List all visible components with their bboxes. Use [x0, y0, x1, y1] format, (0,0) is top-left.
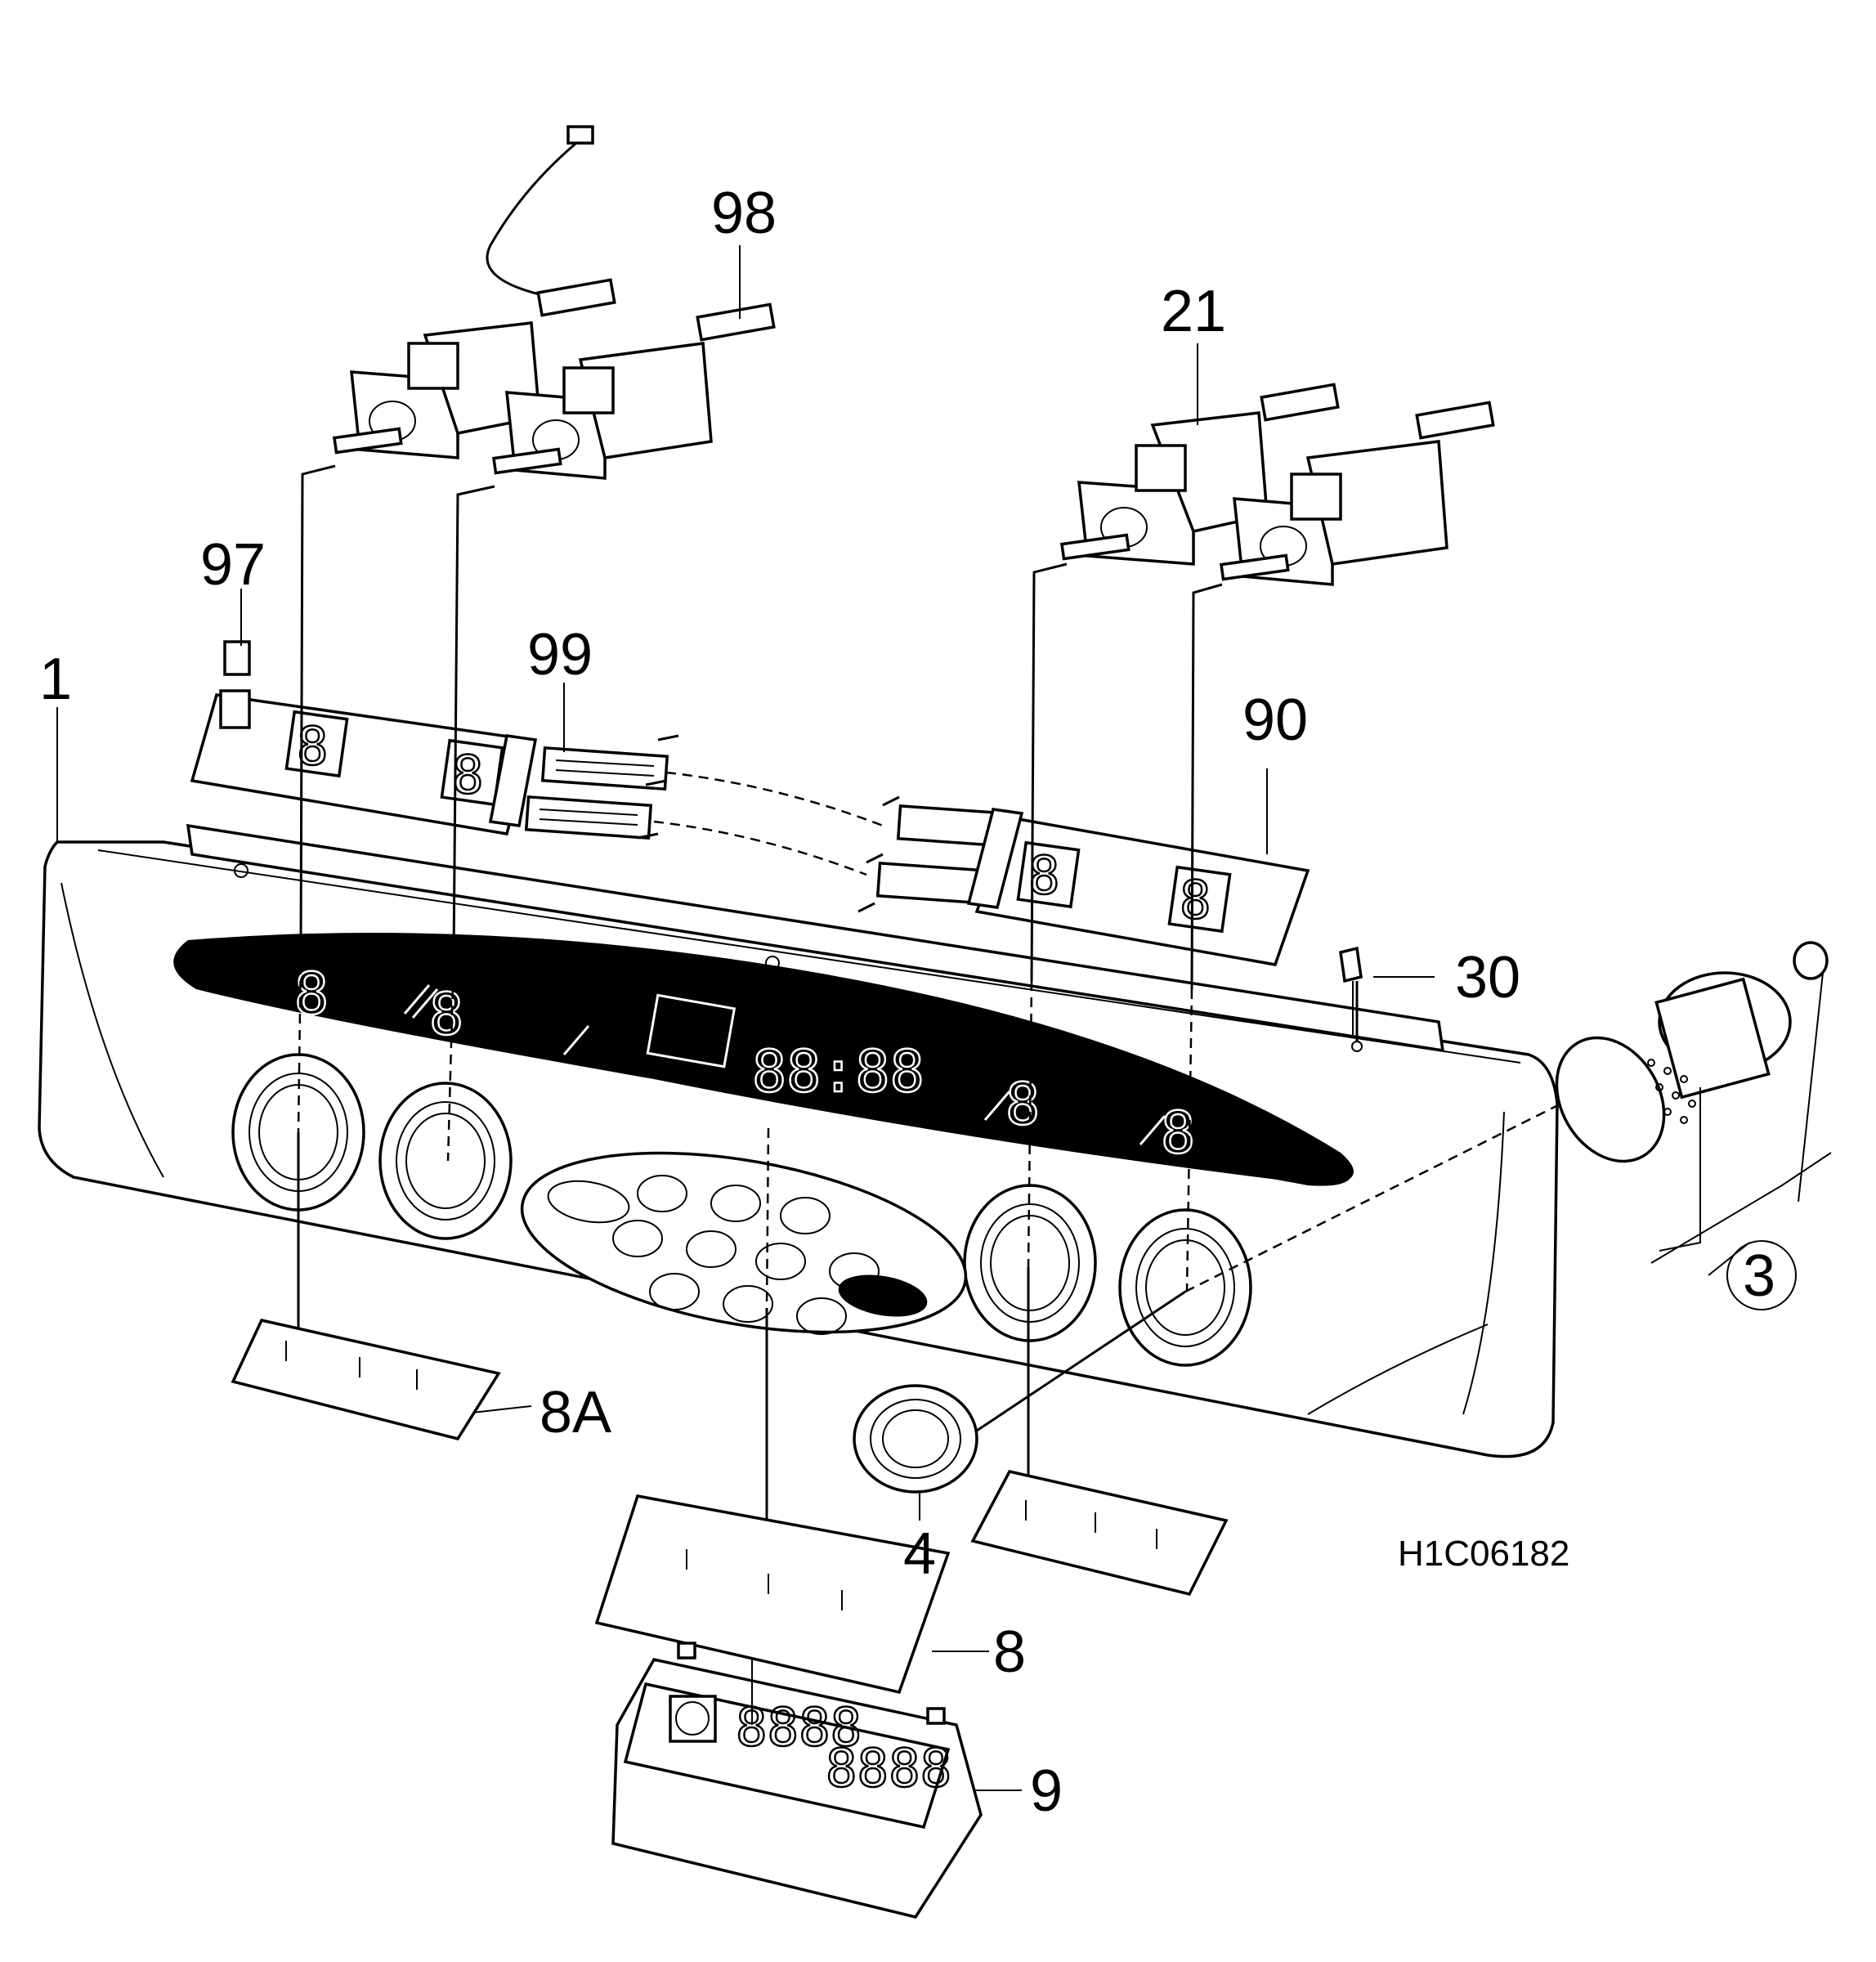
label-strip-8a	[231, 1318, 501, 1441]
knob-ring-2	[378, 1082, 513, 1240]
control-knob	[1555, 941, 1832, 1264]
pcb-left-digit-2: 8	[452, 746, 484, 806]
callout-3: 3	[1743, 1243, 1775, 1309]
pcb-right-digit-2: 8	[1180, 871, 1211, 931]
knob-ring-4	[1118, 1208, 1252, 1367]
connector-97	[223, 640, 251, 676]
callout-8: 8	[993, 1619, 1026, 1685]
display-module: 8888 8888	[611, 1642, 983, 1919]
module-display-small: 8888	[736, 1698, 862, 1758]
display-digit-3: 8	[1005, 1071, 1040, 1138]
label-strip-8	[594, 1494, 951, 1695]
drawing-code: H1C06182	[1398, 1534, 1569, 1574]
callout-21: 21	[1161, 279, 1226, 344]
callout-8a: 8A	[540, 1380, 611, 1445]
callout-3-circle	[1726, 1240, 1797, 1310]
callout-30: 30	[1455, 945, 1520, 1010]
ribbon-cables	[524, 734, 1005, 913]
callout-9: 9	[1030, 1758, 1063, 1824]
bezel-ring	[853, 1384, 978, 1494]
left-rotary-switches	[333, 125, 776, 480]
left-pcb-board: 8 8	[190, 689, 538, 835]
keypad	[520, 1151, 968, 1335]
right-pcb-board: 8 8	[966, 808, 1310, 966]
right-rotary-switches	[1060, 383, 1495, 586]
callout-90: 90	[1242, 688, 1308, 753]
callout-1: 1	[39, 647, 72, 712]
control-panel-fascia: 8 8 88:88 8 8	[38, 823, 1559, 1458]
screw-30	[1339, 946, 1363, 1038]
display-clock: 88:88	[752, 1038, 925, 1105]
label-strip-right	[970, 1469, 1229, 1597]
module-display-large: 8888	[826, 1739, 951, 1799]
projection-lines	[56, 245, 1750, 1791]
callout-98: 98	[711, 181, 777, 246]
callout-99: 99	[527, 622, 593, 688]
callout-97: 97	[200, 532, 266, 598]
callout-4: 4	[903, 1521, 936, 1587]
knob-ring-3	[963, 1184, 1097, 1342]
